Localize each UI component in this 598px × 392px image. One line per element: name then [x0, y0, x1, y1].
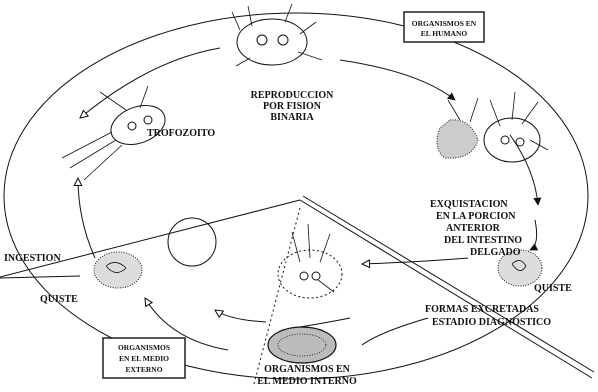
label-medio-externo-2: EN EL MEDIO — [119, 354, 169, 363]
arrow-excretadas — [362, 318, 428, 345]
label-medio-interno-1: ORGANISMOS EN — [264, 364, 351, 375]
label-medio-externo-3: EXTERNO — [125, 365, 162, 374]
label-formas-excretadas-2: ESTADIO DIAGNOSTICO — [432, 317, 551, 328]
label-formas-excretadas-1: FORMAS EXCRETADAS — [425, 304, 539, 315]
label-organismos-humano-2: EL HUMANO — [421, 29, 468, 38]
label-medio-interno-2: EL MEDIO INTERNO — [257, 376, 357, 387]
label-exquistacion-2: EN LA PORCION — [436, 211, 516, 222]
arrow-ingestion-to-trofozoito — [78, 178, 95, 258]
arrow-human-to-exquistacion — [510, 135, 538, 205]
empty-cell-circle — [168, 218, 216, 266]
label-quiste-right: QUISTE — [534, 283, 572, 294]
label-trofozoito: TROFOZOITO — [147, 128, 215, 139]
label-medio-externo-1: ORGANISMOS — [118, 343, 170, 352]
label-quiste-left: QUISTE — [40, 294, 78, 305]
label-reproduccion-1: REPRODUCCION — [251, 90, 335, 101]
label-reproduccion-2: POR FISION — [263, 101, 322, 112]
boundary-line-upper — [0, 200, 300, 277]
center-cell-illustration — [278, 224, 342, 298]
label-exquistacion-5: DELGADO — [470, 247, 521, 258]
boundary-line-left — [0, 276, 80, 278]
quiste-left-illustration — [94, 252, 142, 288]
label-ingestion: INGESTION — [4, 253, 61, 264]
arrow-interno-to-externo — [215, 310, 266, 322]
label-exquistacion-1: EXQUISTACION — [430, 199, 508, 210]
cyst-medio-illustration — [268, 327, 336, 363]
label-reproduccion-3: BINARIA — [270, 112, 314, 123]
label-exquistacion-4: DEL INTESTINO — [444, 235, 522, 246]
arrow-reproduccion-to-human — [340, 60, 455, 100]
arrow-exquistacion-to-quiste — [530, 220, 537, 250]
label-exquistacion-3: ANTERIOR — [446, 223, 501, 234]
label-organismos-humano-1: ORGANISMOS EN — [412, 19, 477, 28]
arrow-segment — [300, 318, 350, 327]
arrow-quiste-to-exquistacion — [362, 258, 468, 264]
arrow-trofozoito-to-reproduccion — [80, 48, 220, 118]
human-organisms-illustration — [437, 92, 548, 162]
